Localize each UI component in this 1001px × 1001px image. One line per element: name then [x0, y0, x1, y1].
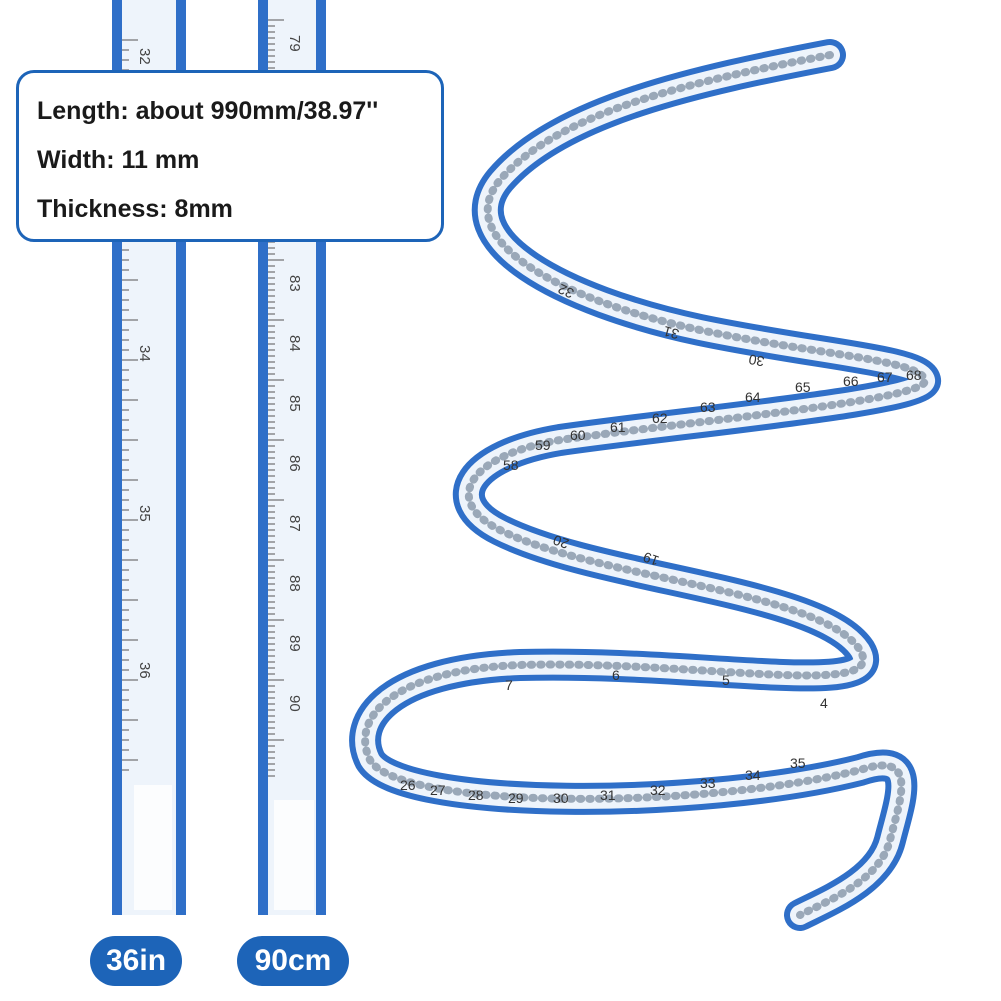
spiral-label: 31 [600, 787, 616, 803]
cm-label-86: 86 [286, 455, 303, 472]
spiral-label: 30 [747, 351, 765, 369]
spiral-label: 30 [553, 790, 569, 806]
cm-label-85: 85 [286, 395, 303, 412]
inch-label-34: 34 [136, 345, 153, 362]
spiral-label: 62 [652, 410, 668, 426]
inch-label-36: 36 [136, 662, 153, 679]
inch-ruler-end-cap [134, 785, 172, 910]
spiral-label: 61 [610, 419, 626, 435]
cm-label-84: 84 [286, 335, 303, 352]
cm-label-90: 90 [286, 695, 303, 712]
cm-ruler-edge-left [258, 0, 268, 915]
spiral-label: 60 [570, 427, 586, 443]
spiral-label: 59 [535, 437, 551, 453]
spec-thickness: Thickness: 8mm [37, 195, 233, 223]
spiral-label: 63 [700, 399, 716, 415]
cm-label-79: 79 [286, 35, 303, 52]
spiral-label: 29 [508, 790, 524, 806]
spec-width: Width: 11 mm [37, 146, 200, 174]
spiral-label: 58 [503, 457, 519, 473]
spiral-label: 65 [795, 379, 811, 395]
spiral-ruler-ticks [361, 51, 929, 919]
spiral-label: 68 [906, 367, 922, 383]
cm-label-83: 83 [286, 275, 303, 292]
spiral-label: 32 [555, 281, 576, 302]
spiral-label: 5 [722, 672, 730, 688]
spiral-label: 34 [745, 767, 761, 783]
cm-badge: 90cm [237, 936, 349, 986]
spiral-label: 27 [430, 782, 446, 798]
spiral-label: 7 [505, 677, 513, 693]
spiral-ruler-labels: 30 31 32 58 59 60 61 62 63 64 65 66 67 6… [400, 281, 922, 806]
spec-length: Length: about 990mm/38.97'' [37, 97, 379, 125]
spiral-label: 66 [843, 373, 859, 389]
inch-ruler-edge-right [176, 0, 186, 915]
cm-ruler-edge-right [316, 0, 326, 915]
inch-label-35: 35 [136, 505, 153, 522]
spiral-label: 6 [612, 667, 620, 683]
inch-ruler-edge-left [112, 0, 122, 915]
spiral-label: 19 [641, 549, 661, 569]
spiral-label: 28 [468, 787, 484, 803]
spiral-label: 33 [700, 775, 716, 791]
inch-label-32: 32 [136, 48, 153, 65]
spec-box: Length: about 990mm/38.97'' Width: 11 mm… [16, 70, 444, 242]
cm-label-88: 88 [286, 575, 303, 592]
spiral-label: 64 [745, 389, 761, 405]
spiral-label: 32 [650, 782, 666, 798]
cm-label-87: 87 [286, 515, 303, 532]
cm-label-89: 89 [286, 635, 303, 652]
spiral-label: 20 [551, 532, 571, 552]
spiral-ruler [349, 39, 941, 931]
spiral-label: 26 [400, 777, 416, 793]
spiral-label: 31 [661, 323, 680, 343]
spiral-label: 4 [820, 695, 828, 711]
cm-ruler-end-cap [274, 800, 314, 910]
spiral-label: 35 [790, 755, 806, 771]
inch-badge: 36in [90, 936, 182, 986]
spiral-label: 67 [877, 369, 893, 385]
